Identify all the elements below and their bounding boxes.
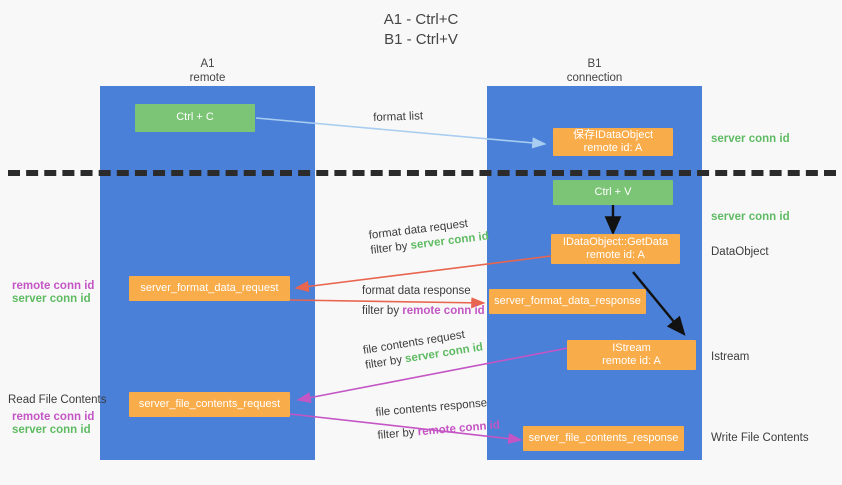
node-server-format-data-request-label: server_format_data_request [140, 281, 279, 294]
node-save-idataobject[interactable]: 保存IDataObject remote id: A [553, 128, 673, 156]
node-server-file-contents-request[interactable]: server_file_contents_request [129, 392, 290, 417]
annotation-left-server-conn-id-1: server conn id [12, 293, 91, 305]
phase-divider [8, 170, 836, 176]
annotation-server-conn-id-top: server conn id [711, 133, 790, 145]
node-save-idataobject-line2: remote id: A [583, 142, 643, 154]
filter-prefix: filter by [369, 239, 412, 257]
lane-b1-name: B1 [587, 58, 602, 70]
lane-a1-header: A1 remote [100, 57, 315, 85]
edge-label-file-contents-response: file contents response filter by remote … [375, 395, 501, 444]
node-server-format-data-response-label: server_format_data_response [494, 294, 641, 307]
node-ctrl-c-label: Ctrl + C [176, 111, 214, 124]
node-ctrl-c[interactable]: Ctrl + C [135, 104, 255, 132]
annotation-server-conn-id-mid: server conn id [711, 211, 790, 223]
page-title: A1 - Ctrl+C B1 - Ctrl+V [0, 10, 842, 50]
filter-prefix: filter by [377, 426, 419, 442]
title-line-1: A1 - Ctrl+C [383, 11, 459, 28]
edge-label-format-list: format list [373, 109, 423, 126]
node-getdata-line2: remote id: A [586, 249, 645, 261]
node-save-idataobject-line1: 保存IDataObject [572, 128, 654, 141]
node-istream[interactable]: IStream remote id: A [567, 340, 696, 370]
node-server-format-data-request[interactable]: server_format_data_request [129, 276, 290, 301]
node-getdata-line1: IDataObject::GetData [562, 235, 669, 248]
annotation-write-file-contents: Write File Contents [711, 432, 809, 444]
edge-label-format-list-caption: format list [373, 110, 424, 124]
node-server-format-data-response[interactable]: server_format_data_response [489, 289, 646, 314]
annotation-left-remote-conn-id-1: remote conn id [12, 280, 95, 292]
annotation-istream: Istream [711, 351, 750, 363]
node-istream-line2: remote id: A [602, 355, 661, 367]
lane-a1-name: A1 [200, 58, 215, 70]
node-ctrl-v[interactable]: Ctrl + V [553, 180, 673, 205]
edge-label-format-data-response: format data response filter by remote co… [362, 284, 485, 319]
lane-b1-sub: connection [566, 72, 623, 84]
node-server-file-contents-request-label: server_file_contents_request [138, 397, 281, 410]
edge-label-format-data-request: format data request filter by server con… [368, 215, 490, 259]
title-line-2: B1 - Ctrl+V [384, 31, 458, 48]
edge-label-format-data-response-caption: format data response [362, 285, 471, 297]
annotation-left-remote-conn-id-2: remote conn id [12, 411, 95, 423]
node-server-file-contents-response[interactable]: server_file_contents_response [523, 426, 684, 451]
lane-a1-sub: remote [189, 72, 226, 84]
lane-b1-header: B1 connection [487, 57, 702, 85]
annotation-left-server-conn-id-2: server conn id [12, 424, 91, 436]
annotation-dataobject: DataObject [711, 246, 769, 258]
filter-key-remote-conn-id: remote conn id [402, 305, 485, 317]
annotation-read-file-contents: Read File Contents [8, 394, 107, 406]
edge-label-file-contents-response-filter: filter by remote conn id [377, 418, 501, 444]
edge-label-file-contents-request: file contents request filter by server c… [362, 325, 484, 373]
node-ctrl-v-label: Ctrl + V [594, 185, 632, 198]
node-getdata[interactable]: IDataObject::GetData remote id: A [551, 234, 680, 264]
filter-prefix: filter by [362, 305, 403, 317]
edge-label-format-data-response-filter: filter by remote conn id [362, 304, 485, 319]
node-server-file-contents-response-label: server_file_contents_response [528, 431, 679, 444]
edge-label-file-contents-response-caption: file contents response [375, 397, 488, 419]
node-istream-line1: IStream [612, 341, 651, 354]
